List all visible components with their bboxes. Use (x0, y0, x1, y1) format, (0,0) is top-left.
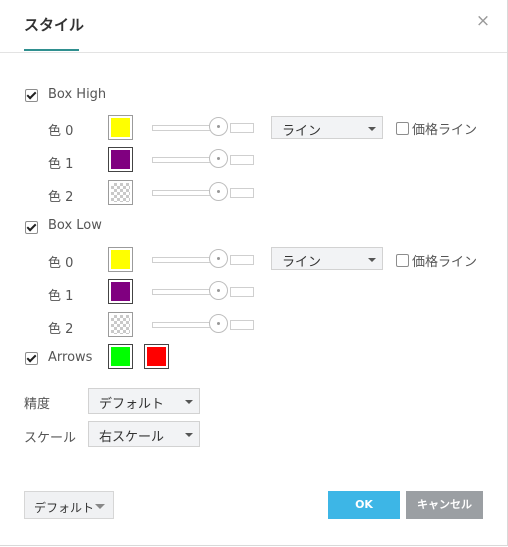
slider-knob[interactable] (209, 182, 228, 201)
slider-knob[interactable] (209, 281, 228, 300)
slider-knob[interactable] (209, 149, 228, 168)
box-high-color2-swatch[interactable] (108, 180, 133, 205)
box-low-color0-swatch[interactable] (108, 247, 133, 272)
box-high-color1-opacity-slider[interactable] (152, 149, 254, 168)
box-high-color1-label: 色 1 (48, 157, 74, 172)
select-value: 右スケール (99, 430, 165, 445)
box-low-color1-opacity-slider[interactable] (152, 281, 254, 300)
box-high-checkbox[interactable] (25, 89, 38, 102)
swatch-fill (111, 282, 130, 301)
box-high-color0-opacity-slider[interactable] (152, 117, 254, 136)
box-high-label: Box High (48, 87, 107, 102)
defaults-label: デフォルト (34, 501, 95, 515)
slider-knob[interactable] (209, 249, 228, 268)
swatch-fill (111, 183, 130, 202)
select-value: デフォルト (99, 397, 165, 412)
box-low-price-line-label: 価格ライン (412, 255, 478, 270)
swatch-fill (111, 150, 130, 169)
swatch-fill (111, 118, 130, 137)
box-high-color2-opacity-slider[interactable] (152, 182, 254, 201)
scale-select[interactable]: 右スケール (88, 421, 200, 447)
box-low-checkbox[interactable] (25, 221, 38, 234)
precision-select[interactable]: デフォルト (88, 388, 200, 414)
arrows-checkbox[interactable] (25, 352, 38, 365)
box-high-line-style-select[interactable]: ライン (271, 116, 383, 139)
box-high-color0-swatch[interactable] (108, 115, 133, 140)
chevron-down-icon (368, 258, 376, 262)
box-low-color1-label: 色 1 (48, 289, 74, 304)
precision-label: 精度 (24, 397, 51, 412)
arrows-up-color-swatch[interactable] (108, 344, 133, 369)
box-high-price-line-label: 価格ライン (412, 123, 478, 138)
cancel-button[interactable]: キャンセル (406, 491, 483, 519)
box-low-color2-opacity-slider[interactable] (152, 314, 254, 333)
defaults-dropdown-button[interactable]: デフォルト (24, 491, 114, 519)
slider-knob[interactable] (209, 314, 228, 333)
box-low-color1-swatch[interactable] (108, 279, 133, 304)
box-low-color0-label: 色 0 (48, 256, 74, 271)
swatch-fill (147, 347, 166, 366)
box-low-label: Box Low (48, 218, 102, 233)
box-low-color2-swatch[interactable] (108, 312, 133, 337)
box-high-color1-swatch[interactable] (108, 147, 133, 172)
dialog-header: スタイル × (0, 0, 507, 53)
select-value: ライン (282, 124, 322, 139)
box-high-color0-label: 色 0 (48, 124, 74, 139)
select-value: ライン (282, 255, 322, 270)
close-icon[interactable]: × (475, 11, 491, 31)
chevron-down-icon (185, 400, 193, 404)
box-low-color2-label: 色 2 (48, 322, 74, 337)
swatch-fill (111, 250, 130, 269)
swatch-fill (111, 347, 130, 366)
swatch-fill (111, 315, 130, 334)
dialog-title: スタイル (24, 16, 85, 34)
chevron-down-icon (185, 433, 193, 437)
arrows-down-color-swatch[interactable] (144, 344, 169, 369)
box-low-color0-opacity-slider[interactable] (152, 249, 254, 268)
title-underline (24, 49, 79, 51)
chevron-down-icon (95, 504, 105, 509)
ok-button[interactable]: OK (328, 491, 400, 519)
box-high-color2-label: 色 2 (48, 190, 74, 205)
box-low-line-style-select[interactable]: ライン (271, 247, 383, 270)
box-low-price-line-checkbox[interactable] (396, 254, 409, 267)
arrows-label: Arrows (48, 350, 93, 365)
scale-label: スケール (24, 431, 77, 446)
chevron-down-icon (368, 127, 376, 131)
slider-knob[interactable] (209, 117, 228, 136)
box-high-price-line-checkbox[interactable] (396, 122, 409, 135)
